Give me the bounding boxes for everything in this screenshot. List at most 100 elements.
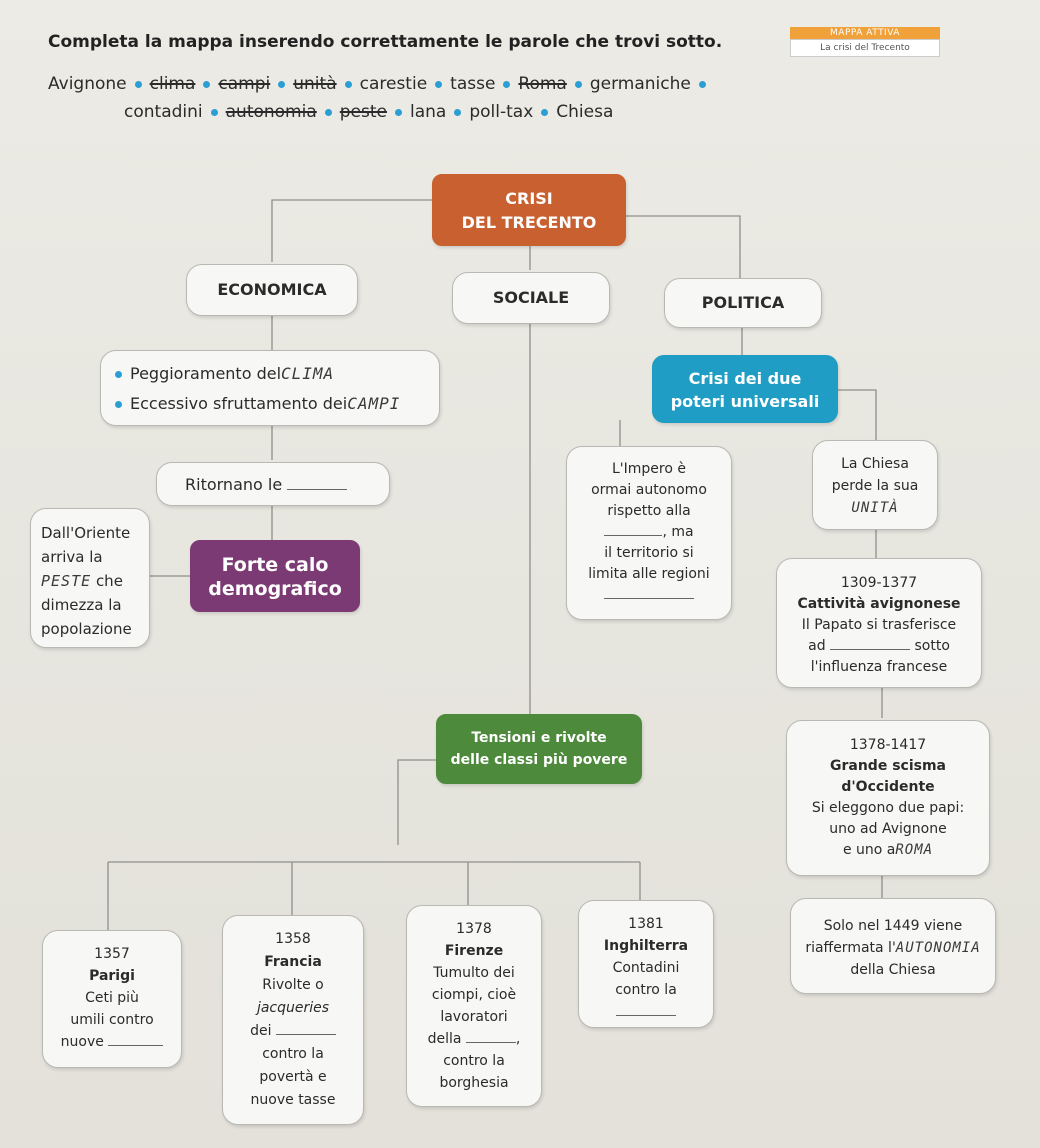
chiesa-line: La Chiesa: [841, 456, 909, 472]
impero-line: limita alle regioni: [588, 566, 710, 582]
crisi-trecento-box: CRISI DEL TRECENTO: [432, 174, 626, 246]
answer-campi: CAMPI: [347, 394, 401, 413]
word-bank-item: campi: [218, 74, 271, 94]
impero-box: L'Impero è ormai autonomo rispetto alla …: [566, 446, 732, 620]
blank-field[interactable]: [830, 649, 911, 650]
word-bank-item: poll-tax: [469, 102, 534, 122]
francia-box: 1358 Francia Rivolte o jacqueries dei co…: [222, 915, 364, 1125]
word-bank-item: tasse: [450, 74, 496, 94]
bullet-icon: [698, 80, 706, 88]
parigi-line: 1357: [94, 946, 130, 962]
answer-roma: ROMA: [895, 842, 934, 858]
word-bank-item: Avignone: [48, 74, 127, 94]
word-bank-item: carestie: [359, 74, 428, 94]
forte-line: demografico: [208, 578, 342, 600]
francia-line: Rivolte o: [262, 977, 324, 993]
solo-line: Solo nel 1449 viene: [823, 918, 963, 934]
francia-line: contro la: [262, 1046, 324, 1062]
word-bank-item: Chiesa: [556, 102, 614, 122]
blank-field[interactable]: [604, 598, 694, 599]
solo-line: della Chiesa: [850, 962, 936, 978]
politica-box: POLITICA: [664, 278, 822, 328]
econ-item: Peggioramento delCLIMA: [115, 359, 439, 389]
crisi-line1: CRISI: [505, 189, 553, 208]
impero-line: , ma: [662, 524, 694, 540]
impero-line: rispetto alla: [607, 503, 691, 519]
bullet-icon: [203, 80, 211, 88]
firenze-line: Tumulto dei: [433, 965, 515, 981]
tag-subtitle: La crisi del Trecento: [790, 39, 940, 57]
bullet-icon: [324, 108, 332, 116]
inghilterra-line: Contadini: [612, 960, 680, 976]
oriente-box: Dall'Oriente arriva la PESTE che dimezza…: [30, 508, 150, 648]
parigi-line: Parigi: [89, 968, 135, 984]
francia-line: Francia: [264, 954, 322, 970]
solo-box: Solo nel 1449 viene riaffermata l'AUTONO…: [790, 898, 996, 994]
oriente-line: popolazione: [41, 620, 132, 638]
word-bank-item: unità: [293, 74, 337, 94]
blank-field[interactable]: [604, 535, 663, 536]
econ-item-text: Eccessivo sfruttamento dei: [130, 394, 348, 413]
inghilterra-line: Inghilterra: [603, 938, 689, 954]
crisi-line2: DEL TRECENTO: [461, 213, 597, 232]
econ-item-text: Peggioramento del: [130, 364, 282, 383]
tensioni-line: delle classi più povere: [450, 752, 628, 768]
francia-line: 1358: [275, 931, 311, 947]
blank-field[interactable]: [616, 1015, 676, 1016]
ritornano-text: Ritornano le: [185, 475, 283, 494]
blank-field[interactable]: [465, 1042, 516, 1043]
word-bank-item: lana: [410, 102, 447, 122]
avignonese-line: l'influenza francese: [810, 659, 948, 675]
firenze-line: ciompi, cioè: [431, 987, 517, 1003]
firenze-box: 1378 Firenze Tumulto dei ciompi, cioè la…: [406, 905, 542, 1107]
tag-title: MAPPA ATTIVA: [790, 27, 940, 39]
bullet-icon: [278, 80, 286, 88]
bullet-icon: [541, 108, 549, 116]
bullet-icon: [134, 80, 142, 88]
answer-unita: UNITÀ: [851, 500, 899, 516]
inghilterra-line: 1381: [628, 916, 664, 932]
blank-field[interactable]: [287, 489, 348, 490]
forte-calo-box: Forte calo demografico: [190, 540, 360, 612]
econ-item: Eccessivo sfruttamento deiCAMPI: [115, 389, 439, 419]
bullet-icon: [454, 108, 462, 116]
chiesa-box: La Chiesa perde la sua UNITÀ: [812, 440, 938, 530]
blank-field[interactable]: [275, 1034, 336, 1035]
word-bank-item: autonomia: [225, 102, 317, 122]
avignonese-box: 1309-1377 Cattività avignonese Il Papato…: [776, 558, 982, 688]
oriente-line: dimezza la: [41, 596, 122, 614]
forte-line: Forte calo: [221, 554, 329, 576]
francia-line: jacqueries: [256, 1000, 330, 1016]
poteri-box: Crisi dei due poteri universali: [652, 355, 838, 423]
answer-peste: PESTE: [41, 572, 92, 590]
impero-line: ormai autonomo: [591, 482, 707, 498]
oriente-line: arriva la: [41, 548, 103, 566]
parigi-line: umili contro: [70, 1012, 154, 1028]
firenze-line: lavoratori: [440, 1009, 508, 1025]
avignonese-line: 1309-1377: [840, 575, 918, 591]
bullet-icon: [435, 80, 443, 88]
word-bank-item: contadini: [124, 102, 203, 122]
firenze-line: contro la: [443, 1053, 505, 1069]
bullet-icon: [574, 80, 582, 88]
instruction: Completa la mappa inserendo correttament…: [48, 32, 723, 52]
oriente-line: Dall'Oriente: [41, 524, 131, 542]
avignonese-line: Cattività avignonese: [797, 596, 961, 612]
tensioni-box: Tensioni e rivolte delle classi più pove…: [436, 714, 642, 784]
scisma-line: uno ad Avignone: [829, 821, 947, 837]
economica-box: ECONOMICA: [186, 264, 358, 316]
answer-clima: CLIMA: [281, 364, 335, 383]
bullet-icon: [503, 80, 511, 88]
econ-causes-box: Peggioramento delCLIMA Eccessivo sfrutta…: [100, 350, 440, 426]
scisma-line: d'Occidente: [841, 779, 935, 795]
impero-line: il territorio si: [604, 545, 694, 561]
word-bank-item: peste: [339, 102, 387, 122]
firenze-line: Firenze: [444, 943, 504, 959]
blank-field[interactable]: [108, 1045, 164, 1046]
firenze-line: borghesia: [439, 1075, 509, 1091]
bullet-icon: [344, 80, 352, 88]
answer-autonomia: AUTONOMIA: [895, 940, 981, 956]
word-bank-item: Roma: [518, 74, 567, 94]
